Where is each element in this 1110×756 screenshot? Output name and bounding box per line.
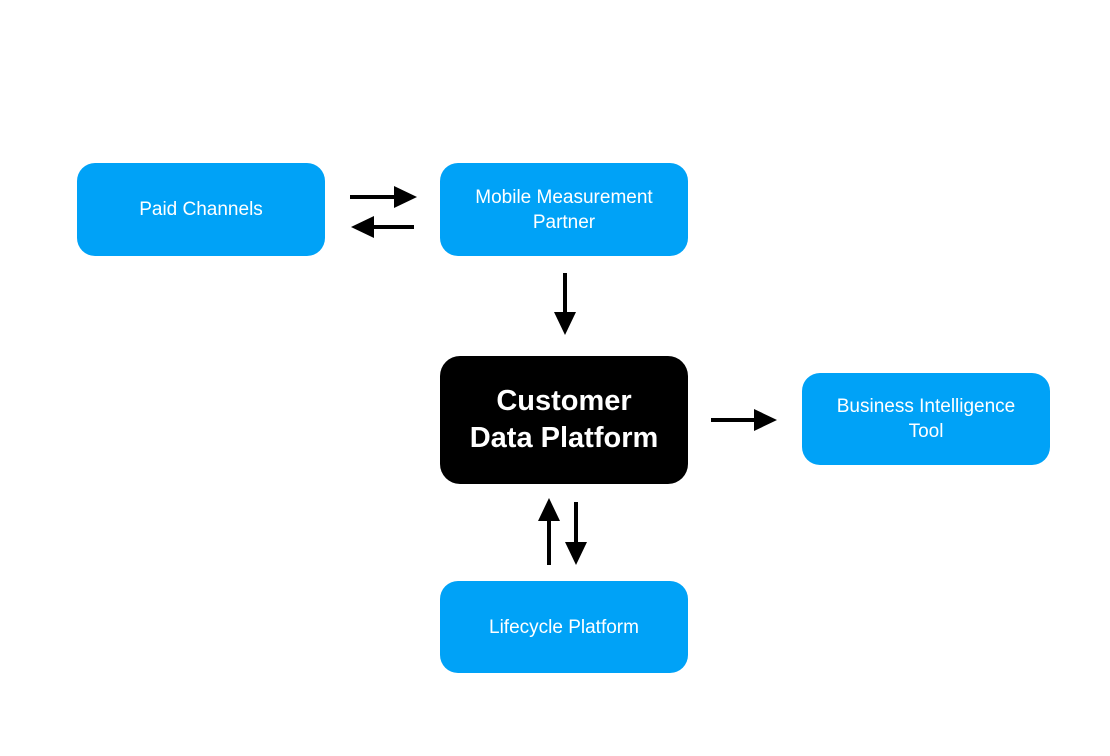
arrow-lifecycle-to-cdp xyxy=(538,498,560,565)
node-mobile-measurement-partner-label: Mobile Measurement Partner xyxy=(475,186,653,233)
node-paid-channels-label: Paid Channels xyxy=(139,199,263,220)
arrow-mmp-to-cdp xyxy=(554,273,576,335)
node-paid-channels: Paid Channels xyxy=(77,163,325,256)
arrow-cdp-to-bi xyxy=(711,409,777,431)
node-customer-data-platform-label: Customer Data Platform xyxy=(469,385,659,454)
arrow-cdp-to-lifecycle xyxy=(565,502,587,565)
arrow-mmp-to-paid xyxy=(351,216,414,238)
node-lifecycle-platform-label: Lifecycle Platform xyxy=(489,616,639,638)
node-business-intelligence-tool-label: Business Intelligence Tool xyxy=(836,396,1016,442)
node-mobile-measurement-partner: Mobile Measurement Partner xyxy=(440,163,688,256)
node-customer-data-platform: Customer Data Platform xyxy=(440,356,688,484)
arrow-paid-to-mmp xyxy=(350,186,417,208)
node-business-intelligence-tool: Business Intelligence Tool xyxy=(802,373,1050,465)
node-lifecycle-platform: Lifecycle Platform xyxy=(440,581,688,673)
